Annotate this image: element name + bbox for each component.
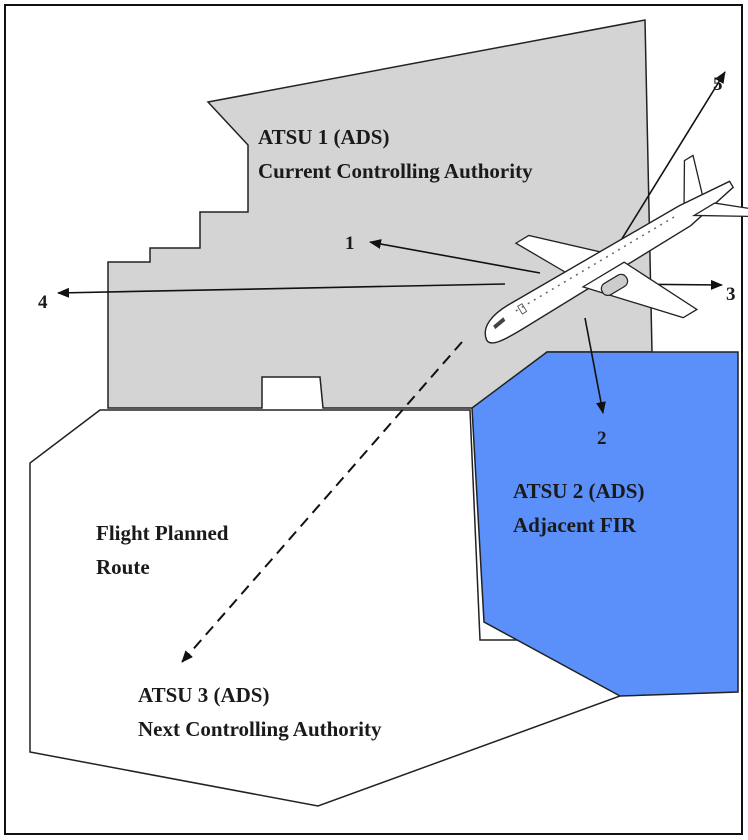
arrow-3-label: 3	[726, 284, 736, 305]
atsu1-label: ATSU 1 (ADS) Current Controlling Authori…	[258, 125, 533, 183]
atsu2-label-line2: Adjacent FIR	[513, 513, 637, 537]
arrow-1-label: 1	[345, 233, 355, 254]
atsu2-region	[471, 351, 739, 697]
arrow-5-line	[614, 71, 726, 251]
atsu2-label: ATSU 2 (ADS) Adjacent FIR	[513, 479, 650, 537]
arrow-4-line	[57, 283, 506, 298]
atsu3-label-line2: Next Controlling Authority	[138, 717, 382, 741]
airplane-icon	[484, 154, 748, 344]
arrow-2-label: 2	[597, 428, 607, 449]
atsu1-label-line1: ATSU 1 (ADS)	[258, 125, 389, 149]
route-label-line1: Flight Planned	[96, 521, 229, 545]
arrow-4-label: 4	[38, 292, 48, 313]
atsu1-label-line2: Current Controlling Authority	[258, 159, 533, 183]
route-label: Flight Planned Route	[96, 521, 234, 579]
atsu3-label-line1: ATSU 3 (ADS)	[138, 683, 269, 707]
atsu2-label-line1: ATSU 2 (ADS)	[513, 479, 644, 503]
arrow-2-line	[584, 317, 606, 414]
atsu3-label: ATSU 3 (ADS) Next Controlling Authority	[138, 683, 382, 741]
arrow-1-line	[369, 239, 541, 274]
route-label-line2: Route	[96, 555, 150, 579]
arrow-5-label: 5	[713, 74, 723, 95]
